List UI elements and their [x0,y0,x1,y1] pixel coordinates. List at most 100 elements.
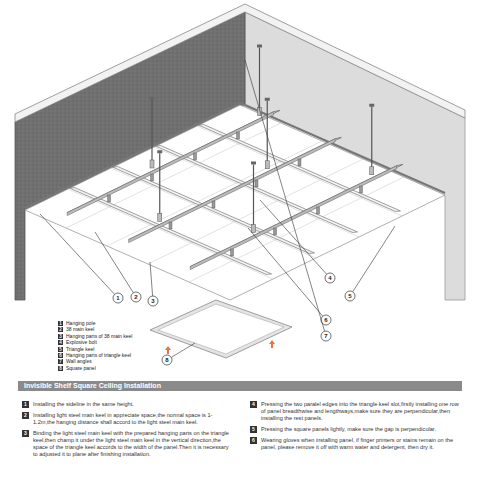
legend-number: 3 [58,334,63,339]
legend-text: Triangle keel [66,347,94,352]
callout-circle [148,296,158,306]
hanging-pole [151,100,152,166]
leader-line [260,200,327,274]
legend-number: 8 [58,366,63,371]
panel-seam [111,168,316,258]
main-keel-hanger [252,225,256,233]
step-text: Installing light steel main keel in appr… [33,412,234,426]
main-keel-hanger [265,161,269,169]
title: Invisible Shelf Square Ceiling Installat… [24,382,161,390]
callout-circle [321,331,331,341]
callout-circle [325,273,335,283]
panel-seam [154,147,359,237]
triangle-keel-hanger [360,186,363,193]
legend-text: Explosive bolt [66,340,97,345]
drawing [15,4,465,365]
legend-text: 38 main keel [66,327,94,332]
triangle-keel-hanger [317,207,320,214]
step-number: 5 [250,426,257,433]
legend-text: Wall angles [66,359,92,364]
leader-line [248,228,323,316]
legend-text: Hanging pole [66,321,95,326]
callout-number: 8 [165,357,168,363]
triangle-keel-hanger [108,195,111,202]
callout-number: 5 [348,293,351,299]
lift-arrow [165,346,171,354]
triangle-keel [156,146,358,233]
triangle-keel-hanger [255,180,258,187]
legend-number: 7 [58,359,63,364]
main-keel-hanger [370,167,374,175]
legend-number: 5 [58,347,63,352]
leader-line [40,214,115,294]
explosive-bolt [150,97,155,100]
hanging-pole [371,107,372,173]
legend-number: 2 [58,327,63,332]
callout-number: 6 [324,317,327,323]
hanging-pole [253,165,254,231]
explosive-bolt [157,150,162,153]
explosive-bolt [369,104,374,107]
step-text: Installing the sideline in the same heig… [33,401,234,408]
callout-number: 7 [324,333,327,339]
step-text: Pressing the square panels lightly, make… [261,426,462,433]
triangle-keel-hanger [194,153,197,160]
legend-number: 6 [58,353,63,358]
hanging-pole [159,153,160,219]
main-keel-side [190,166,396,270]
leader-line [171,343,195,357]
explosive-bolt [265,98,270,101]
legend-number: 4 [58,340,63,345]
step-text: Pressing the two paralel edges into the … [261,401,462,422]
explosive-bolt [257,45,262,48]
square-panel [150,300,292,358]
step-text: Wearing gloves when installing panel, if… [261,437,462,451]
panel-seam [66,123,281,228]
main-keel-hanger [150,160,154,168]
callout-circle [131,292,141,302]
callout-number: 3 [151,298,154,304]
hanging-pole [259,48,260,114]
triangle-keel-hanger [212,201,215,208]
triangle-keel [199,125,401,212]
legend-number: 1 [58,321,63,326]
main-keel-hanger [158,213,162,221]
leader-line [245,60,325,331]
callout-circle [345,291,355,301]
legend-text: Hanging parts of 38 main keel [66,334,132,339]
step-number: 3 [22,430,29,437]
callout-circle [162,355,172,365]
main-keel-side [67,112,273,216]
lift-arrow [269,340,275,348]
step-number: 2 [22,412,29,419]
triangle-keel-hanger [231,249,234,256]
ceiling-slab [15,4,465,122]
panel-plane [25,105,445,300]
explosive-bolt [251,162,256,165]
panel-seam [107,141,322,246]
triangle-keel-hanger [274,228,277,235]
panel-seam [148,159,363,264]
panel-seam [68,189,273,279]
leader-line [95,232,133,293]
step-number: 4 [250,401,257,408]
callout-number: 2 [134,294,137,300]
triangle-keel-hanger [298,159,301,166]
callout-number: 1 [116,295,119,301]
triangle-keel-hanger [151,174,154,181]
legend-text: Square panel [66,366,96,371]
step-text: Binding the light steel main keel with t… [33,430,234,458]
triangle-keel-hanger [169,222,172,229]
triangle-keel [113,167,315,254]
callout-number: 4 [328,275,331,281]
triangle-keel-hanger [237,132,240,139]
step-number: 1 [22,401,29,408]
callout-circle [113,293,123,303]
leader-line [353,226,395,292]
square-panel-face [158,304,284,354]
main-keel-side [129,139,335,243]
leader-line [150,262,153,296]
triangle-keel [70,188,272,275]
wall-angle [25,103,240,208]
